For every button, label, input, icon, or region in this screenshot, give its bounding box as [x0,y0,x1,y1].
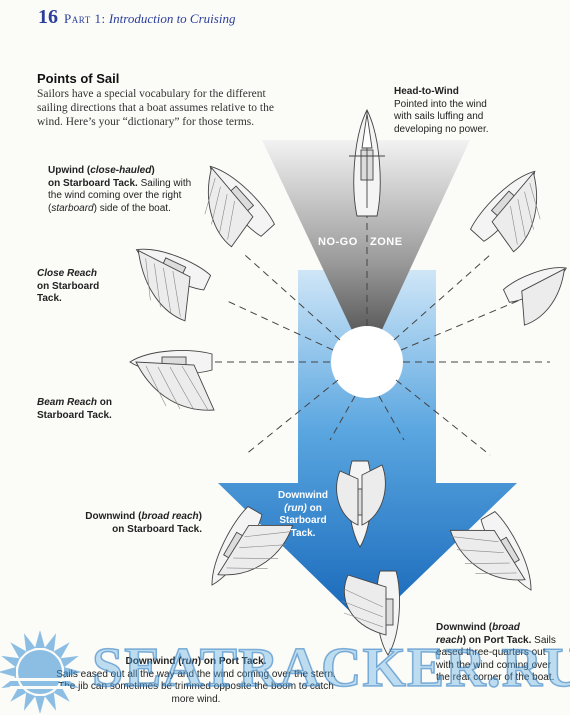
arrow-caption-run: (run) [284,502,307,514]
arrow-caption-line1: Downwind [278,490,328,501]
broad-stbd-d: on Starboard Tack. [112,523,202,535]
page-number: 16 [38,6,58,28]
caption-head-to-wind: Head-to-Wind Pointed into the wind with … [394,86,504,136]
run-port-a: Downwind ( [125,656,182,667]
watermark-logo [0,630,82,714]
upwind-desc-a: Sailing with the wind coming over the ri… [48,177,192,214]
boat-upwind-starboard [204,165,275,248]
broad-port-desc: Sails eased three-quarters out with the … [436,634,556,684]
zone-label: ZONE [370,236,403,248]
upwind-title-d: on Starboard Tack. [48,177,138,189]
no-go-label: NO-GO [318,236,358,248]
upwind-title-c: ) [151,165,155,176]
beam-reach-line2: Starboard Tack. [37,409,112,421]
run-port-desc: Sails eased out all the way and the wind… [56,668,336,705]
caption-head-to-wind-title: Head-to-Wind [394,86,459,97]
downwind-arrow [218,270,517,628]
close-reach-line1: Close Reach [37,268,98,279]
watermark-text: SEATRACKER.RU [91,636,570,700]
caption-broad-reach-starboard: Downwind (broad reach)on Starboard Tack. [84,511,202,536]
arrow-caption-line3: Starboard [279,515,327,526]
run-port-b: run [181,656,198,667]
arrow-caption-line4: Tack. [290,527,316,539]
chapter-title: Introduction to Cruising [108,11,236,26]
broad-port-c: reach [436,634,463,646]
caption-upwind-starboard: Upwind (close-hauled)on Starboard Tack. … [48,165,196,215]
upwind-desc-c: ) side of the boat. [93,202,171,214]
sun-icon [0,630,82,714]
boat-run-port [341,570,400,656]
arrow-caption-on: on [306,502,322,514]
broad-stbd-c: ) [198,511,202,522]
part-label: Part 1: [64,11,106,26]
beam-reach-line1a: Beam Reach [37,397,98,408]
caption-head-to-wind-desc: Pointed into the wind with sails luffing… [394,98,489,135]
close-reach-line3: Tack. [37,293,62,304]
broad-port-d: ) on Port Tack. [462,634,532,646]
boat-beam-reach [129,350,215,411]
section-intro: Sailors have a special vocabulary for th… [37,88,274,128]
arrow-caption-line2: (run) on [272,503,334,516]
upwind-desc-b: starboard [51,202,94,214]
boat-broad-reach-port [449,510,532,591]
caption-run-port: Downwind (run) on Port Tack. Sails eased… [56,656,336,706]
arrow-caption: Downwind (run) on Starboard Tack. [272,490,334,540]
beam-reach-line1b: on [97,397,113,408]
boat-broad-reach-starboard [211,505,294,586]
broad-stbd-a: Downwind ( [85,511,142,522]
boat-close-reach-port [502,267,567,326]
broad-port-a: Downwind ( [436,622,493,633]
direction-lines [215,115,550,456]
boat-head-to-wind [349,108,385,217]
upwind-title-a: Upwind ( [48,165,91,176]
broad-port-b: broad [492,622,520,633]
running-head: Part 1: Introduction to Cruising [64,11,235,27]
run-port-c: ) on Port Tack. [197,656,267,667]
boat-run-starboard [336,460,386,548]
no-go-zone [262,140,470,362]
center-hub [331,326,403,398]
caption-broad-reach-port: Downwind (broad reach) on Port Tack. Sail… [436,622,564,685]
broad-stbd-b: broad reach [141,511,199,522]
close-reach-line2: on Starboard [37,280,100,292]
boat-upwind-port [470,170,541,253]
boat-close-reach [135,248,212,322]
section-title: Points of Sail [37,71,120,86]
upwind-title-b: close-hauled [90,165,152,176]
